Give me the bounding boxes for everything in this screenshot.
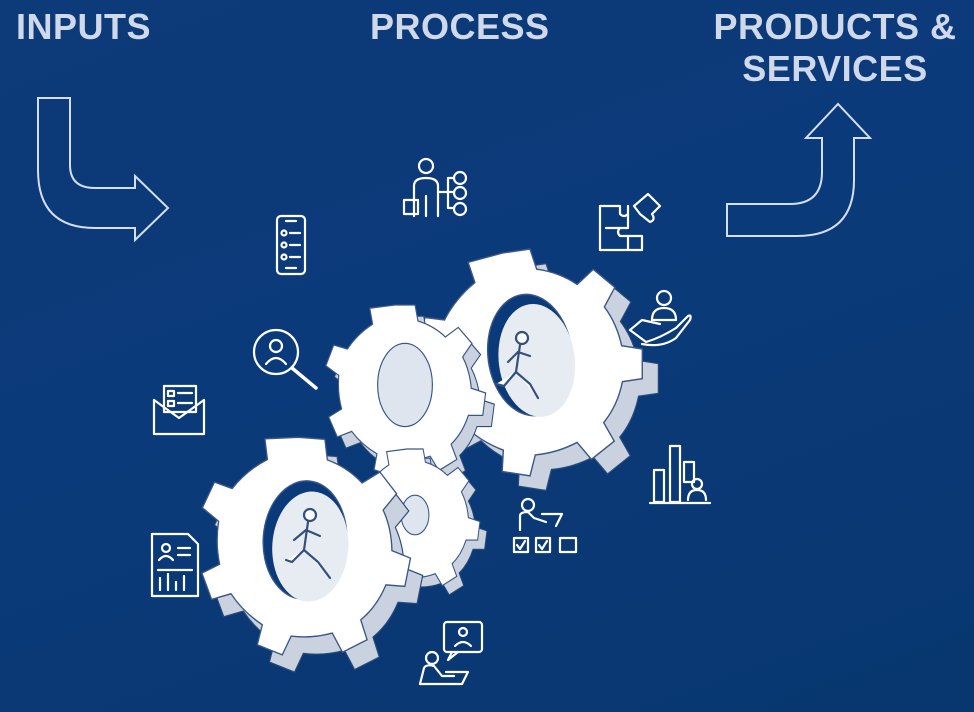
- inputs-heading: INPUTS: [16, 6, 152, 47]
- gear-medium-center: [325, 304, 495, 488]
- puzzle-pieces-icon: [598, 192, 662, 252]
- search-person-icon: [252, 328, 318, 390]
- bar-chart-person-icon: [648, 444, 712, 505]
- worker-laptop-checklist-icon: [512, 497, 578, 554]
- running-person-upper: [494, 330, 540, 400]
- process-heading: PROCESS: [370, 6, 550, 47]
- presenter-hierarchy-icon: [402, 157, 468, 218]
- products-heading-line2: SERVICES: [742, 48, 928, 89]
- running-person-lower: [284, 507, 332, 580]
- input-arrow: [37, 97, 170, 243]
- mobile-checklist-icon: [275, 214, 307, 276]
- profile-report-icon: [150, 532, 200, 598]
- hand-holding-person-icon: [628, 289, 692, 347]
- products-heading-line1: PRODUCTS &: [713, 6, 957, 47]
- person-chat-laptop-icon: [418, 620, 484, 686]
- output-arrow: [726, 102, 873, 237]
- products-services-heading: PRODUCTS & SERVICES: [700, 6, 970, 90]
- mail-letter-icon: [152, 384, 206, 436]
